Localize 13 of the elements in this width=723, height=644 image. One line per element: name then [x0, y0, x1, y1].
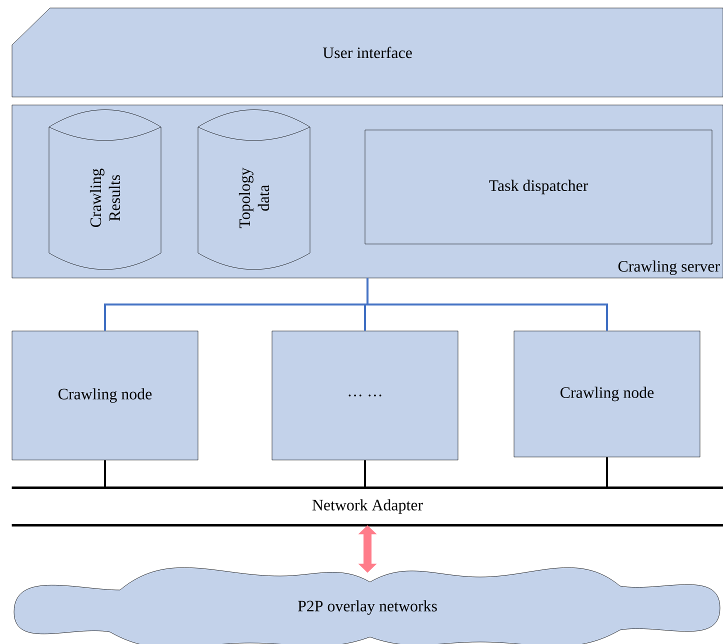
- network-cloud: P2P overlay networks: [14, 567, 720, 644]
- connector: [104, 460, 106, 488]
- interface-layer-box: User interface: [12, 8, 723, 98]
- database-cylinder: Crawling Results: [48, 110, 162, 270]
- connector: [366, 278, 608, 331]
- process-box: Crawling node: [12, 330, 198, 460]
- connector: [606, 457, 608, 488]
- database-cylinder: Topology data: [198, 110, 310, 270]
- process-box: … …: [272, 330, 458, 460]
- connector: [364, 460, 366, 488]
- process-box: Task dispatcher: [364, 130, 712, 244]
- process-box: Crawling node: [514, 330, 700, 458]
- adapter-band: Network Adapter: [10, 486, 723, 526]
